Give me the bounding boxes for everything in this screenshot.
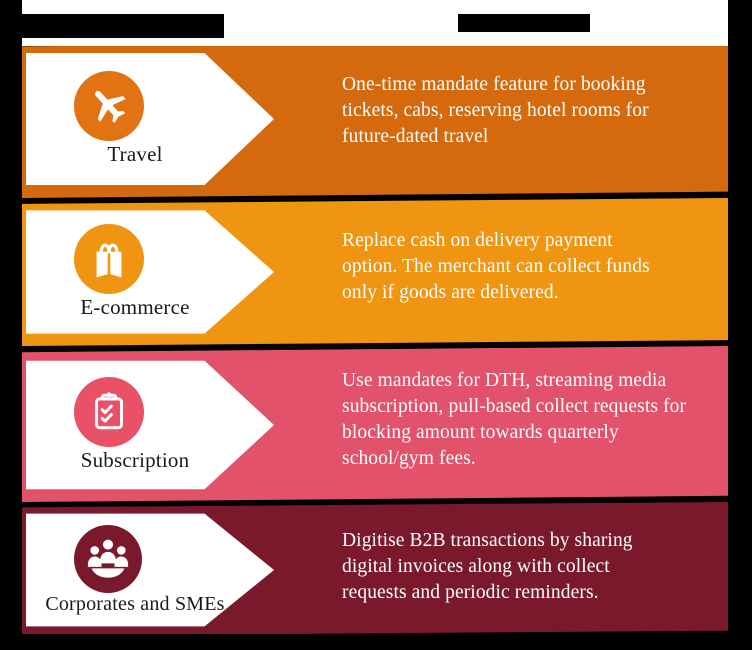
row-list: Travel One-time mandate feature for book… [22, 40, 728, 636]
row-corporates: Corporates and SMEs Digitise B2B transac… [22, 502, 728, 636]
description-line: future-dated travel [342, 125, 489, 147]
description-travel: One-time mandate feature for booking tic… [342, 72, 710, 150]
label-ecommerce-line1: E-commerce [80, 295, 190, 320]
description-subscription: Use mandates for DTH, streaming media su… [342, 368, 710, 472]
description-line: only if goods are delivered. [342, 281, 559, 303]
description-line: Digitise B2B transactions by sharing [342, 530, 633, 551]
label-ecommerce: E-commerce [40, 296, 230, 319]
description-line: Use mandates for DTH, streaming media [342, 370, 667, 391]
label-corporates-line1: Corporates [45, 592, 136, 615]
label-travel: Travel [40, 143, 230, 166]
label-travel-line1: Travel [107, 142, 163, 167]
description-line: requests and periodic reminders. [342, 581, 599, 603]
description-line: digital invoices along with collect [342, 555, 610, 577]
airplane-icon [74, 71, 144, 142]
frame-edge-right [728, 0, 752, 650]
description-line: subscription, pull-based collect request… [342, 395, 687, 417]
description-line: school/gym fees. [342, 447, 476, 469]
row-ecommerce: E-commerce Replace cash on delivery paym… [22, 198, 728, 346]
description-line: option. The merchant can collect funds [342, 255, 650, 277]
shopping-bag-icon [74, 224, 144, 295]
description-line: Replace cash on delivery payment [342, 230, 613, 251]
frame-edge-bottom [0, 634, 752, 650]
redacted-heading-block-right [458, 14, 590, 32]
label-corporates-line2: and SMEs [140, 592, 225, 615]
frame-edge-left [0, 0, 22, 650]
description-ecommerce: Replace cash on delivery payment option.… [342, 228, 710, 306]
description-line: blocking amount towards quarterly [342, 421, 619, 443]
people-group-icon [74, 524, 142, 593]
clipboard-check-icon [74, 377, 144, 448]
redacted-heading-block-left [22, 14, 224, 38]
row-travel: Travel One-time mandate feature for book… [22, 40, 728, 198]
description-corporates: Digitise B2B transactions by sharing dig… [342, 528, 710, 606]
label-corporates: Corporates and SMEs [40, 593, 230, 616]
description-line: One-time mandate feature for booking [342, 74, 646, 95]
label-subscription-line1: Subscription [80, 448, 190, 473]
label-subscription: Subscription [40, 449, 230, 472]
row-subscription: Subscription Use mandates for DTH, strea… [22, 346, 728, 502]
description-line: tickets, cabs, reserving hotel rooms for [342, 99, 649, 121]
